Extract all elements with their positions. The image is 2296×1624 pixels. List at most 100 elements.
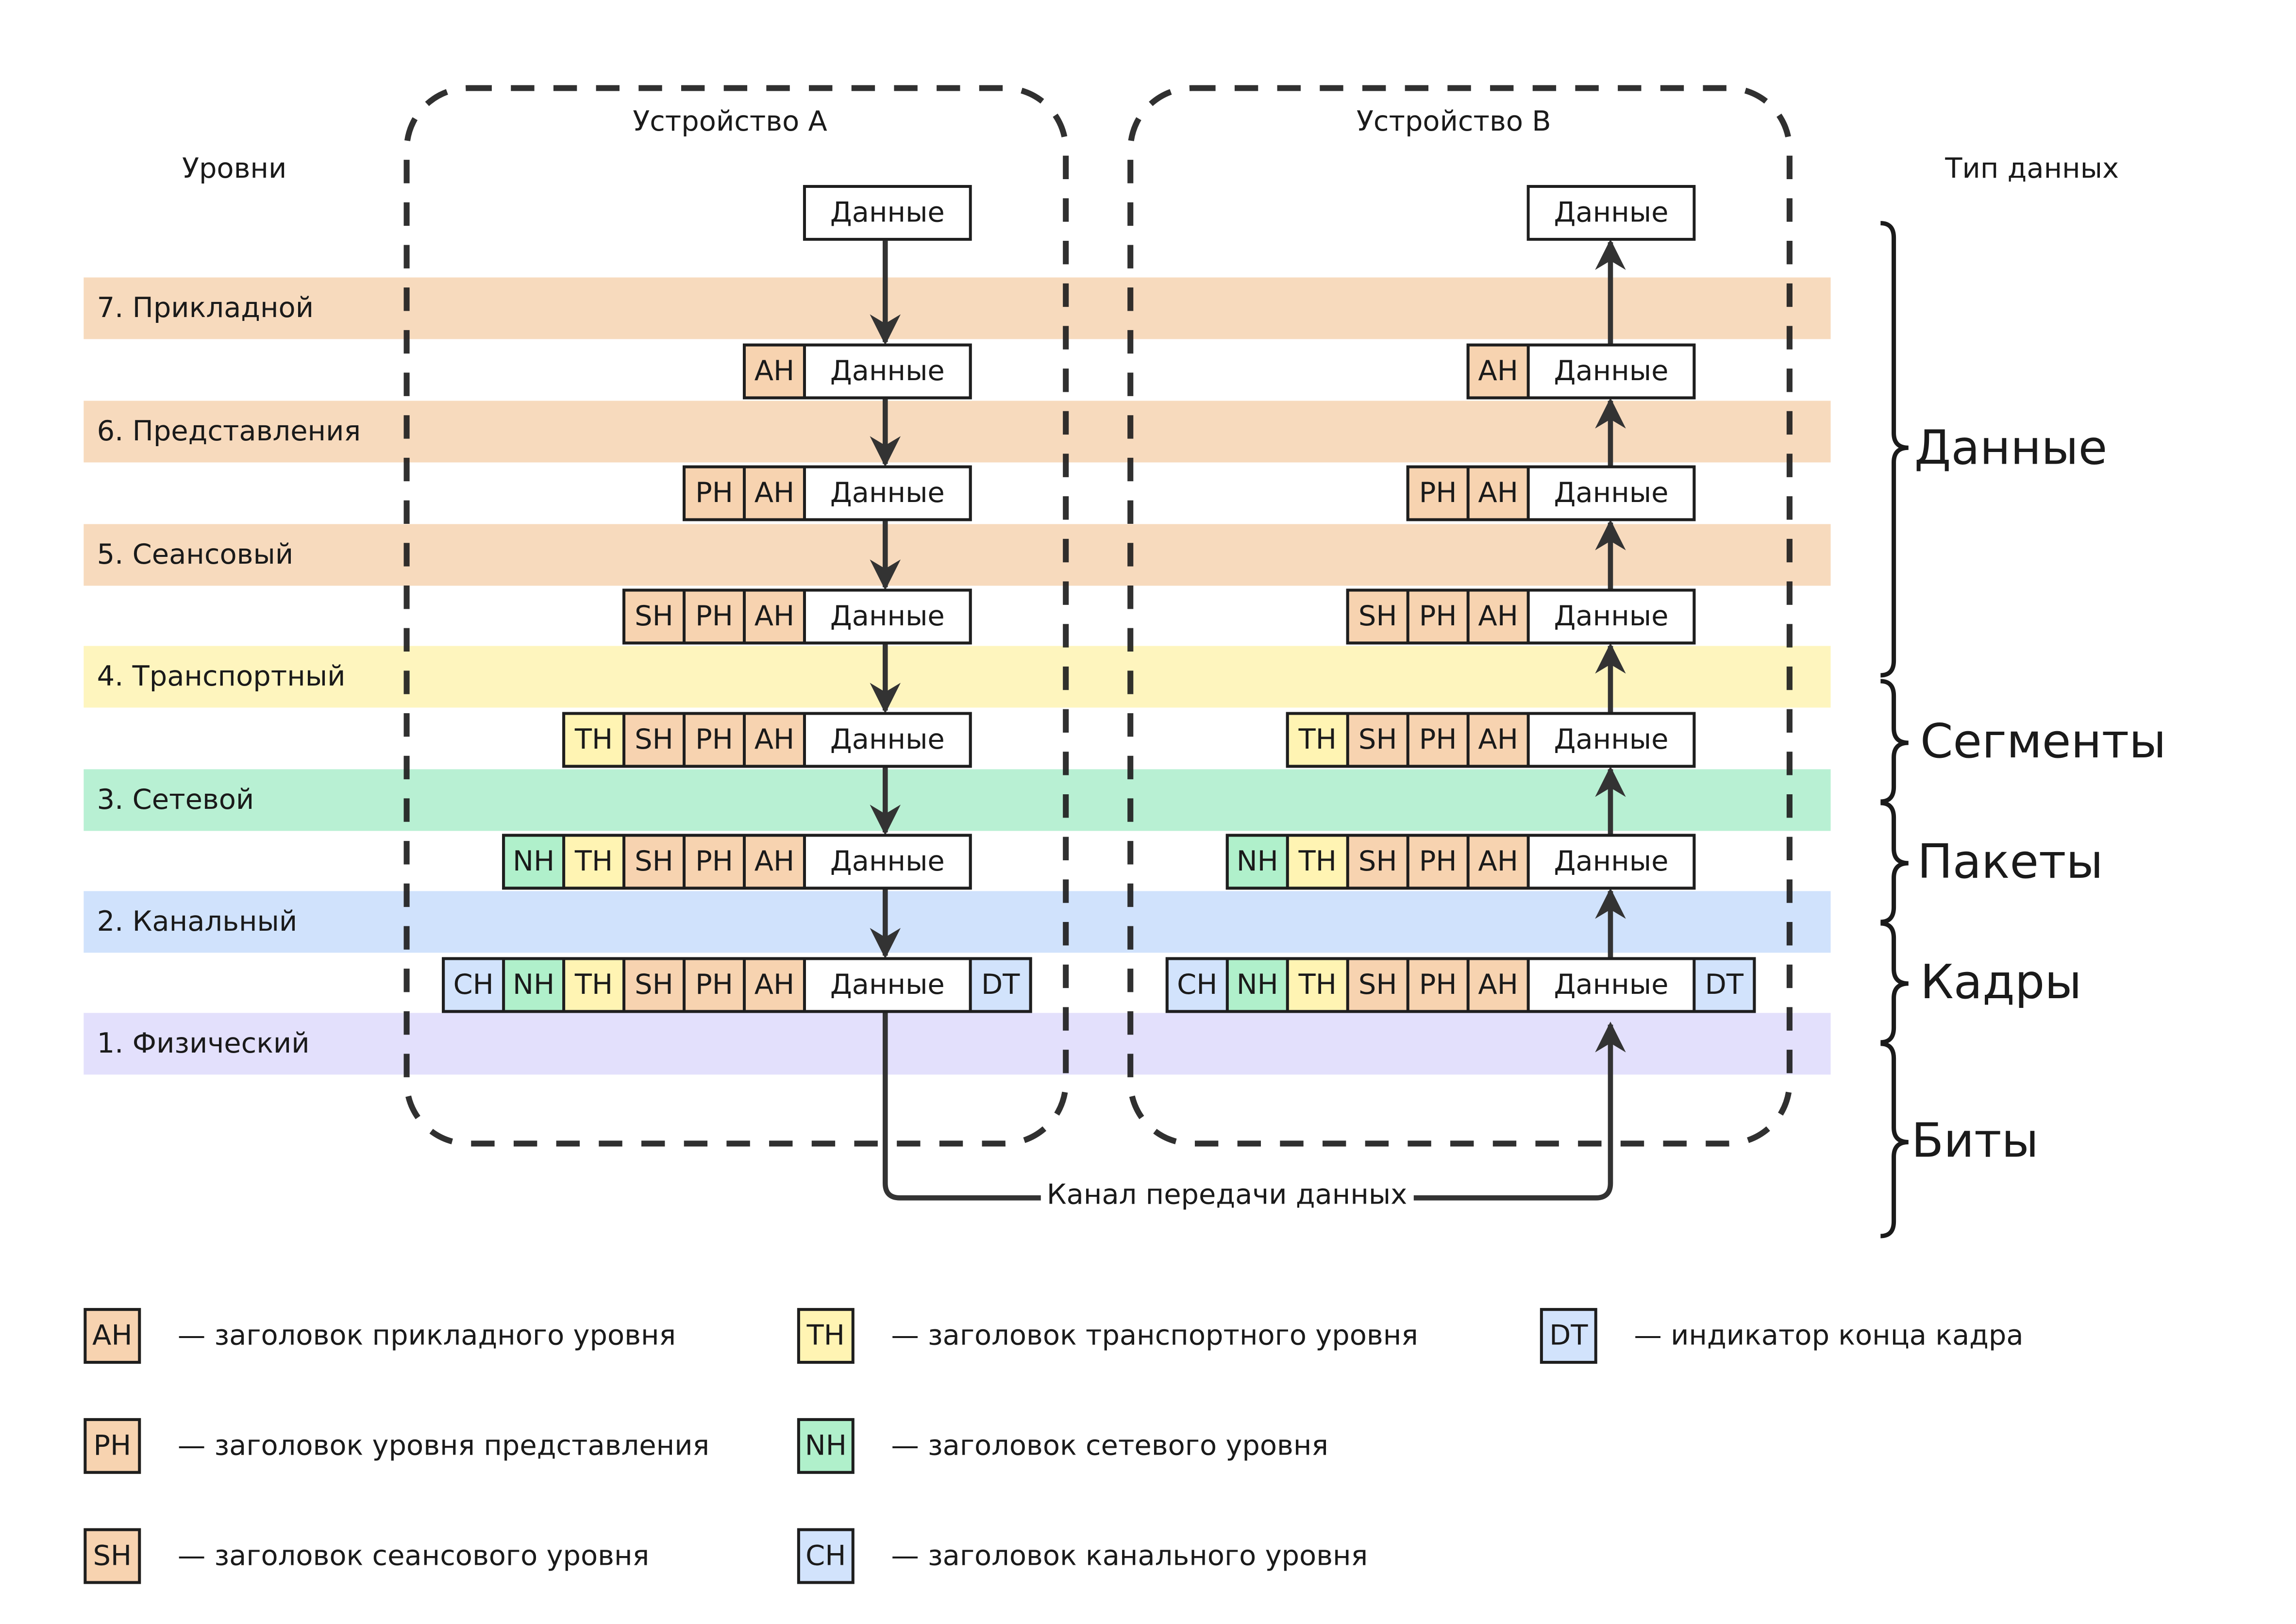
layer-band-session	[84, 524, 1831, 586]
data-payload-cell: Данные	[806, 715, 969, 765]
transmission-channel-line	[882, 1011, 1626, 1201]
header-cell-sh: SH	[1349, 715, 1407, 765]
data-type-bits: Биты	[1911, 1112, 2039, 1169]
header-cell-th: TH	[565, 960, 623, 1010]
header-cell-ph: PH	[1409, 591, 1467, 642]
header-cell-ph: PH	[1409, 715, 1467, 765]
legend-swatch-ah: AH	[84, 1308, 141, 1364]
header-cell-ch: CH	[445, 960, 503, 1010]
header-cell-dt: DT	[1695, 960, 1753, 1010]
layer-label-datalink: 2. Канальный	[97, 905, 298, 938]
header-cell-ah: AH	[1469, 591, 1527, 642]
data-payload-cell: Данные	[806, 188, 969, 238]
data-payload-cell: Данные	[1529, 960, 1693, 1010]
data-payload-cell: Данные	[806, 468, 969, 519]
legend-swatch-dt: DT	[1540, 1308, 1597, 1364]
header-cell-ah: AH	[746, 346, 803, 397]
layer-label-session: 5. Сеансовый	[97, 538, 294, 571]
data-payload-cell: Данные	[1529, 591, 1693, 642]
legend-swatch-nh: NH	[797, 1418, 855, 1474]
header-cell-ah: AH	[746, 960, 803, 1010]
layer-band-network	[84, 769, 1831, 831]
data-payload-cell: Данные	[1529, 468, 1693, 519]
header-cell-ph: PH	[1409, 468, 1467, 519]
data-payload-cell: Данные	[806, 960, 969, 1010]
data-payload-cell: Данные	[806, 346, 969, 397]
layer-label-transport: 4. Транспортный	[97, 660, 346, 693]
brace-segments	[1880, 679, 1909, 804]
header-cell-sh: SH	[1349, 960, 1407, 1010]
header-cell-ph: PH	[686, 591, 743, 642]
legend-description: — заголовок сеансового уровня	[177, 1540, 650, 1573]
header-cell-th: TH	[1289, 837, 1346, 887]
header-cell-ph: PH	[1409, 837, 1467, 887]
header-cell-th: TH	[565, 715, 623, 765]
data-type-braces	[1880, 221, 1909, 1239]
header-cell-ph: PH	[686, 960, 743, 1010]
header-cell-th: TH	[1289, 960, 1346, 1010]
legend-swatch-th: TH	[797, 1308, 855, 1364]
header-cell-ah: AH	[746, 468, 803, 519]
header-cell-ah: AH	[746, 591, 803, 642]
layer-band-application	[84, 277, 1831, 339]
data-type-frames: Кадры	[1920, 954, 2082, 1010]
header-cell-nh: NH	[505, 960, 563, 1010]
data-type-header: Тип данных	[1945, 152, 2119, 185]
header-cell-ah: AH	[1469, 346, 1527, 397]
brace-data	[1880, 221, 1909, 678]
layer-label-physical: 1. Физический	[97, 1027, 310, 1060]
data-payload-cell: Данные	[1529, 715, 1693, 765]
layer-band-presentation	[84, 401, 1831, 463]
data-payload-cell: Данные	[806, 591, 969, 642]
data-type-data: Данные	[1914, 419, 2108, 476]
brace-frames	[1880, 921, 1909, 1045]
header-cell-sh: SH	[625, 960, 683, 1010]
data-payload-cell: Данные	[1529, 346, 1693, 397]
header-cell-th: TH	[1289, 715, 1346, 765]
header-cell-ph: PH	[686, 715, 743, 765]
header-cell-sh: SH	[625, 837, 683, 887]
levels-header: Уровни	[182, 152, 287, 185]
header-cell-sh: SH	[625, 591, 683, 642]
legend-description: — индикатор конца кадра	[1634, 1320, 2024, 1352]
layer-band-transport	[84, 646, 1831, 708]
header-cell-sh: SH	[1349, 591, 1407, 642]
legend-description: — заголовок канального уровня	[891, 1540, 1368, 1573]
header-cell-sh: SH	[625, 715, 683, 765]
legend-swatch-sh: SH	[84, 1528, 141, 1584]
header-cell-dt: DT	[972, 960, 1029, 1010]
header-cell-ph: PH	[1409, 960, 1467, 1010]
legend-swatch-ph: PH	[84, 1418, 141, 1474]
legend-description: — заголовок сетевого уровня	[891, 1430, 1328, 1462]
header-cell-ah: AH	[746, 837, 803, 887]
legend-description: — заголовок прикладного уровня	[177, 1320, 676, 1352]
device-a-boundary	[403, 85, 1069, 1147]
legend-swatch-ch: CH	[797, 1528, 855, 1584]
device-a-title: Устройство A	[633, 105, 827, 138]
layer-band-datalink	[84, 891, 1831, 953]
device-a-packet-stack: Данные	[803, 184, 972, 241]
header-cell-th: TH	[565, 837, 623, 887]
data-payload-cell: Данные	[1529, 188, 1693, 238]
header-cell-ah: AH	[1469, 960, 1527, 1010]
data-type-segments: Сегменты	[1920, 713, 2166, 770]
header-cell-ch: CH	[1168, 960, 1226, 1010]
header-cell-ph: PH	[686, 468, 743, 519]
header-cell-ah: AH	[1469, 837, 1527, 887]
layer-band-physical	[84, 1013, 1831, 1075]
header-cell-ah: AH	[1469, 715, 1527, 765]
legend-description: — заголовок транспортного уровня	[891, 1320, 1418, 1352]
legend-description: — заголовок уровня представления	[177, 1430, 710, 1462]
